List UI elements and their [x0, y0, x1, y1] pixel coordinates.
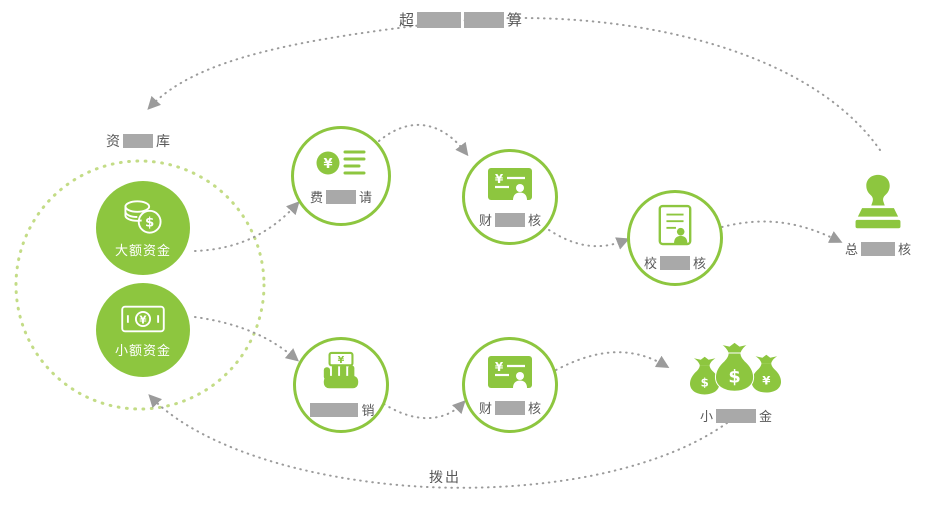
arrow-finance-to-petty-fund	[555, 351, 670, 371]
card-person-icon: ¥	[488, 356, 532, 388]
arrow-large-fund-to-expense	[194, 201, 300, 252]
arrow-gm-to-pool	[147, 17, 881, 151]
redaction-box	[495, 212, 525, 227]
principal-review-node: 校 核	[627, 190, 723, 286]
expense-apply-label: 费 请	[309, 189, 373, 205]
large-fund-node: $ 大额资金	[96, 181, 190, 275]
redaction-box	[495, 400, 525, 415]
svg-text:$: $	[145, 215, 154, 230]
finance-review-bottom-node: ¥ 财 核	[462, 337, 558, 433]
svg-text:¥: ¥	[495, 360, 504, 374]
fund-pool-boundary	[14, 159, 266, 411]
card-person-icon: ¥	[488, 168, 532, 200]
top-banner-prefix: 超	[399, 12, 415, 29]
fund-pool-label-prefix: 资	[106, 133, 120, 149]
fund-pool-label-suffix: 库	[156, 133, 170, 149]
stamp-icon	[855, 174, 901, 229]
svg-text:¥: ¥	[139, 314, 147, 326]
petty-fund-node: $ ¥ $ 小 金	[686, 337, 786, 425]
redaction-box	[861, 241, 895, 256]
gm-approve-node: 总 核	[842, 172, 914, 258]
finance-review-top-node: ¥ 财 核	[462, 149, 558, 245]
svg-text:¥: ¥	[323, 157, 332, 172]
yuan-list-icon: ¥	[316, 150, 366, 175]
hand-money-icon: ¥	[323, 351, 359, 389]
svg-text:¥: ¥	[495, 172, 504, 186]
money-bags-icon: $ ¥ $	[690, 341, 782, 395]
arrow-finance-to-principal	[548, 229, 630, 250]
arrow-principal-to-gm	[721, 220, 843, 243]
top-banner-suffix: 算	[507, 12, 523, 29]
arrow-small-fund-to-petty	[194, 316, 299, 362]
finance-review-bottom-label: 财 核	[478, 400, 542, 416]
coins-icon: $	[124, 199, 162, 234]
arrow-petty-to-finance	[383, 400, 466, 420]
finance-review-top-label: 财 核	[478, 212, 542, 228]
small-fund-node: ¥ 小额资金	[96, 283, 190, 377]
redaction-box	[310, 402, 359, 417]
expense-apply-node: ¥ 费 请	[291, 126, 391, 226]
top-banner-label: 超 算	[399, 9, 522, 30]
petty-fund-label: 小 金	[699, 408, 773, 424]
principal-review-label: 校 核	[643, 255, 707, 271]
document-person-icon	[658, 204, 692, 246]
svg-text:$: $	[701, 376, 709, 390]
petty-apply-node: ¥ 销	[293, 337, 389, 433]
svg-text:$: $	[728, 366, 740, 387]
banknote-icon: ¥	[121, 305, 165, 332]
redaction-box	[417, 11, 462, 28]
svg-text:¥: ¥	[338, 355, 345, 366]
gm-approve-label: 总 核	[844, 241, 912, 257]
redaction-box	[716, 408, 756, 423]
fund-pool-label: 资 库	[106, 131, 170, 151]
petty-apply-label: 销	[307, 400, 375, 419]
large-fund-label: 大额资金	[114, 242, 171, 258]
svg-text:¥: ¥	[762, 374, 771, 388]
arrow-expense-to-finance	[378, 123, 469, 157]
redaction-box	[123, 134, 153, 148]
redaction-box	[326, 189, 356, 204]
bottom-banner-label: 拨出	[429, 469, 461, 485]
small-fund-label: 小额资金	[114, 342, 171, 358]
redaction-box	[660, 255, 690, 270]
redaction-box	[464, 11, 505, 28]
